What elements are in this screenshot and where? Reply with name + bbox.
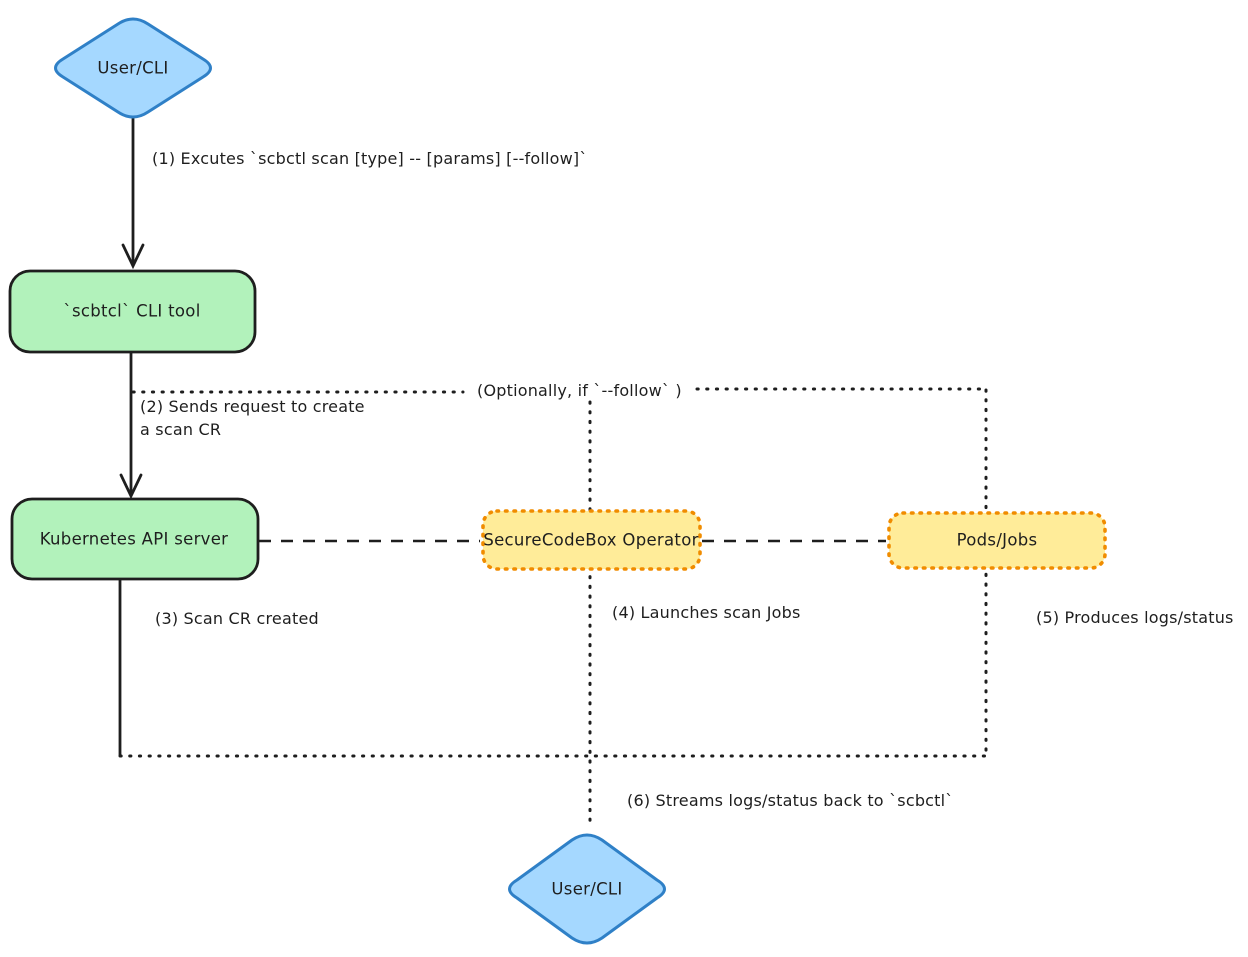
node-kubernetes-api-server-label: Kubernetes API server: [39, 529, 229, 549]
node-pods-jobs-shape: [887, 511, 1107, 570]
node-user-cli-top-label: User/CLI: [97, 58, 169, 78]
edge-label-step2: (2) Sends request to create a scan CR: [140, 397, 365, 440]
edge-label-optional-follow: (Optionally, if `--follow` ): [477, 381, 682, 400]
node-user-cli-bottom-label: User/CLI: [551, 879, 623, 899]
edge-label-step6: (6) Streams logs/status back to `scbctl`: [627, 791, 954, 810]
edge-label-step1: (1) Excutes `scbctl scan [type] -- [para…: [152, 149, 588, 168]
node-user-cli-bottom-shape: [508, 833, 666, 945]
edge-label-step3: (3) Scan CR created: [155, 609, 319, 628]
edge-label-step5: (5) Produces logs/status: [1036, 608, 1234, 627]
edge-step2-arrowhead: [119, 473, 143, 500]
node-pods-jobs-label: Pods/Jobs: [956, 530, 1038, 550]
edge-step1-arrowhead: [121, 243, 145, 270]
node-user-cli-top-shape: [54, 17, 212, 119]
node-kubernetes-api-server-shape: [10, 497, 260, 581]
node-securecodebox-operator-label: SecureCodeBox Operator: [483, 530, 699, 550]
node-securecodebox-operator-shape: [481, 509, 702, 571]
edge-label-step4: (4) Launches scan Jobs: [612, 603, 801, 622]
node-scbctl-cli-tool-label: `scbtcl` CLI tool: [63, 301, 201, 321]
node-scbctl-cli-tool-shape: [8, 269, 257, 354]
